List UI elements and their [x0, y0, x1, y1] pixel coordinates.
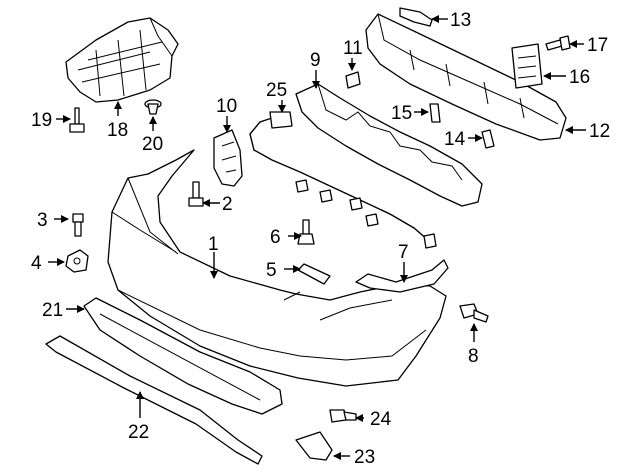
callout-13: 13	[450, 10, 471, 31]
callout-1: 1	[208, 234, 219, 255]
callout-21: 21	[42, 300, 63, 321]
bracket-16	[511, 43, 543, 89]
callout-23: 23	[354, 447, 375, 468]
pad-5	[297, 263, 331, 285]
callout-labels: 1 2 3 4 5 6 7 8 9 10 11 12 13 14 15 16 1…	[31, 10, 610, 468]
bolt-24	[329, 409, 357, 423]
callout-16: 16	[569, 67, 590, 88]
clip-14	[481, 129, 495, 149]
wiring-harness-25	[249, 111, 437, 249]
part-under-cover-18	[65, 17, 179, 103]
clip-13	[399, 7, 433, 27]
strip-7	[355, 259, 449, 293]
trim-strip-22	[45, 335, 263, 465]
callout-5: 5	[266, 260, 277, 281]
callout-20: 20	[142, 134, 163, 155]
callout-12: 12	[589, 121, 610, 142]
energy-absorber-9	[295, 83, 483, 207]
lower-molding-21	[83, 297, 283, 415]
callout-14: 14	[444, 129, 466, 150]
bracket-10	[213, 129, 243, 187]
callout-11: 11	[343, 38, 363, 59]
callout-4: 4	[31, 253, 42, 274]
clip-nut-4	[65, 249, 89, 273]
callout-24: 24	[370, 409, 392, 430]
bolt-3	[72, 213, 84, 237]
callout-6: 6	[270, 227, 281, 248]
callout-17: 17	[587, 35, 608, 56]
callout-8: 8	[468, 346, 479, 367]
clip-15	[429, 103, 441, 123]
callout-10: 10	[216, 96, 237, 117]
pad-11	[345, 71, 361, 89]
bolt-17	[545, 35, 571, 51]
callout-3: 3	[37, 210, 48, 231]
callout-18: 18	[107, 120, 128, 141]
callout-2: 2	[222, 194, 233, 215]
callout-25: 25	[266, 80, 287, 101]
sensor-6	[297, 219, 315, 245]
leader-lines	[48, 15, 586, 460]
bolt-2	[188, 181, 204, 207]
callout-19: 19	[31, 110, 52, 131]
callout-15: 15	[391, 103, 412, 124]
callout-9: 9	[310, 50, 321, 71]
callout-22: 22	[128, 422, 149, 443]
clip-20	[144, 99, 162, 115]
cover-23	[295, 431, 333, 461]
callout-7: 7	[398, 242, 409, 263]
bolt-8	[459, 303, 489, 323]
bolt-19	[69, 107, 85, 133]
reinforcement-12	[365, 13, 567, 141]
